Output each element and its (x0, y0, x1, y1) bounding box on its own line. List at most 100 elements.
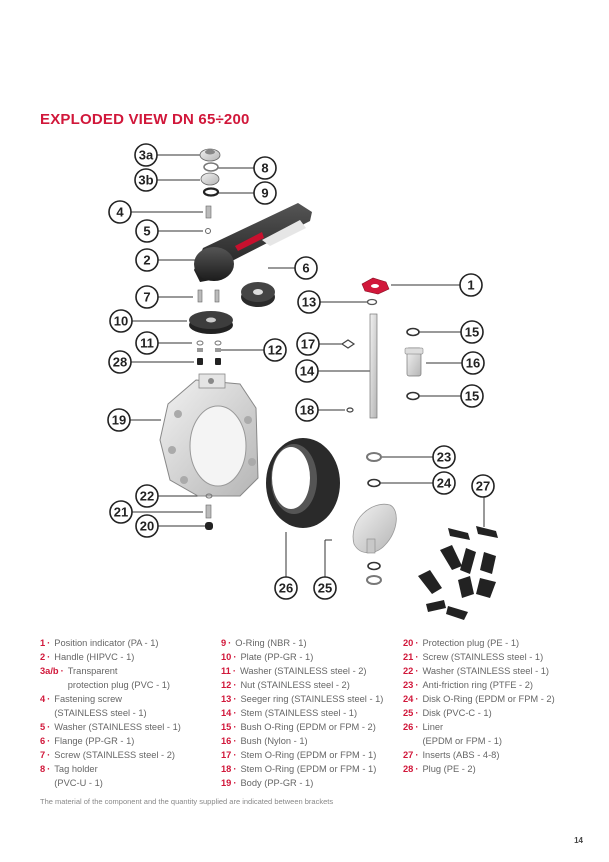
legend-item: 13·Seeger ring (STAINLESS steel - 1) (221, 692, 399, 706)
part-8-tag-holder (203, 162, 219, 172)
part-5-washer (205, 228, 211, 234)
part-24-disk-oring (367, 478, 381, 488)
callout-3a: 3a (134, 143, 158, 167)
legend-number: 7 (40, 750, 46, 760)
callout-10: 10 (109, 309, 133, 333)
callout-15: 15 (460, 384, 484, 408)
legend-text: Plate (PP-GR - 1) (240, 652, 314, 662)
callout-28: 28 (108, 350, 132, 374)
legend-item: 7·Screw (STAINLESS steel - 2) (40, 748, 215, 762)
callout-label: 7 (143, 290, 150, 305)
legend-bullet: · (47, 736, 51, 746)
part-19-body (159, 373, 259, 497)
legend-number: 2 (40, 652, 46, 662)
legend-item: 21·Screw (STAINLESS steel - 1) (403, 650, 593, 664)
legend-column-3: 20·Protection plug (PE - 1)21·Screw (STA… (403, 636, 593, 776)
part-12-nuts (197, 348, 221, 352)
legend-number: 3a/b (40, 666, 59, 676)
legend-item: 18·Stem O-Ring (EPDM or FPM - 1) (221, 762, 399, 776)
callout-label: 3a (139, 148, 154, 163)
legend-number: 25 (403, 708, 414, 718)
callout-26: 26 (274, 576, 298, 600)
callout-12: 12 (263, 338, 287, 362)
legend-text: Washer (STAINLESS steel - 1) (54, 722, 181, 732)
legend-column-1: 1·Position indicator (PA - 1)2·Handle (H… (40, 636, 215, 790)
callout-21: 21 (109, 500, 133, 524)
callout-label: 2 (143, 253, 150, 268)
callout-label: 25 (318, 581, 332, 596)
legend-column-2: 9·O-Ring (NBR - 1)10·Plate (PP-GR - 1)11… (221, 636, 399, 790)
legend-text: Washer (STAINLESS steel - 1) (422, 666, 550, 676)
legend-bullet: · (60, 666, 64, 676)
legend-text: Nut (STAINLESS steel - 2) (240, 680, 350, 690)
callout-7: 7 (135, 285, 159, 309)
legend-text: Seeger ring (STAINLESS steel - 1) (240, 694, 384, 704)
callout-13: 13 (297, 290, 321, 314)
callout-23: 23 (432, 445, 456, 469)
legend-number: 10 (221, 652, 232, 662)
legend-text: Plug (PE - 2) (422, 764, 476, 774)
legend-bullet: · (233, 764, 237, 774)
legend-number: 6 (40, 736, 46, 746)
legend-text: Bush O-Ring (EPDM or FPM - 2) (240, 722, 376, 732)
legend-text: Screw (STAINLESS steel - 1) (422, 652, 544, 662)
legend-text: Stem O-Ring (EPDM or FPM - 1) (240, 764, 377, 774)
legend-text: Screw (STAINLESS steel - 2) (54, 750, 175, 760)
legend-item: 26·Liner (EPDM or FPM - 1) (403, 720, 593, 748)
exploded-view-diagram: 3a3b894526171310151112281716141519182324… (107, 143, 498, 620)
part-9-oring (202, 187, 220, 197)
legend-number: 21 (403, 652, 414, 662)
part-17-stem-oring (340, 339, 356, 349)
legend-item: 2·Handle (HIPVC - 1) (40, 650, 215, 664)
legend-text: Body (PP-GR - 1) (240, 778, 314, 788)
callout-3b: 3b (134, 168, 158, 192)
legend-text: Flange (PP-GR - 1) (54, 736, 135, 746)
legend-number: 15 (221, 722, 232, 732)
callout-label: 3b (138, 173, 153, 188)
legend-item: 17·Stem O-Ring (EPDM or FPM - 1) (221, 748, 399, 762)
part-16-bush (404, 347, 424, 377)
part-28-plugs (197, 358, 221, 365)
legend-bullet: · (233, 750, 237, 760)
legend-text: O-Ring (NBR - 1) (235, 638, 307, 648)
legend-text: Bush (Nylon - 1) (240, 736, 308, 746)
callout-20: 20 (135, 514, 159, 538)
callout-label: 28 (113, 355, 127, 370)
legend-bullet: · (415, 694, 419, 704)
legend-number: 17 (221, 750, 232, 760)
legend-bullet: · (47, 764, 51, 774)
legend-text: Position indicator (PA - 1) (54, 638, 159, 648)
part-26-liner (266, 438, 340, 528)
part-2-handle (194, 203, 312, 282)
legend-item: 24·Disk O-Ring (EPDM or FPM - 2) (403, 692, 593, 706)
callout-label: 14 (300, 364, 315, 379)
legend-number: 27 (403, 750, 414, 760)
legend-number: 4 (40, 694, 46, 704)
legend-item: 1·Position indicator (PA - 1) (40, 636, 215, 650)
legend-text: Washer (STAINLESS steel - 2) (239, 666, 367, 676)
legend-item: 15·Bush O-Ring (EPDM or FPM - 2) (221, 720, 399, 734)
callout-9: 9 (253, 181, 277, 205)
legend-number: 11 (221, 666, 231, 676)
callout-19: 19 (107, 408, 131, 432)
legend-bullet: · (415, 638, 419, 648)
legend-item: 20·Protection plug (PE - 1) (403, 636, 593, 650)
legend-number: 5 (40, 722, 46, 732)
legend-bullet: · (415, 666, 419, 676)
callout-11: 11 (135, 331, 159, 355)
legend-bullet: · (233, 652, 237, 662)
legend-text: Fastening screw (STAINLESS steel - 1) (54, 694, 147, 718)
legend-number: 16 (221, 736, 232, 746)
part-22-washer (205, 493, 213, 499)
legend-bullet: · (233, 722, 237, 732)
page-number: 14 (574, 836, 583, 845)
part-3a-plug (199, 148, 221, 162)
callout-label: 13 (302, 295, 316, 310)
callout-label: 16 (466, 356, 480, 371)
legend-bullet: · (228, 638, 232, 648)
legend-bullet: · (233, 708, 237, 718)
callout-label: 12 (268, 343, 282, 358)
legend-item: 10·Plate (PP-GR - 1) (221, 650, 399, 664)
legend-item: 28·Plug (PE - 2) (403, 762, 593, 776)
